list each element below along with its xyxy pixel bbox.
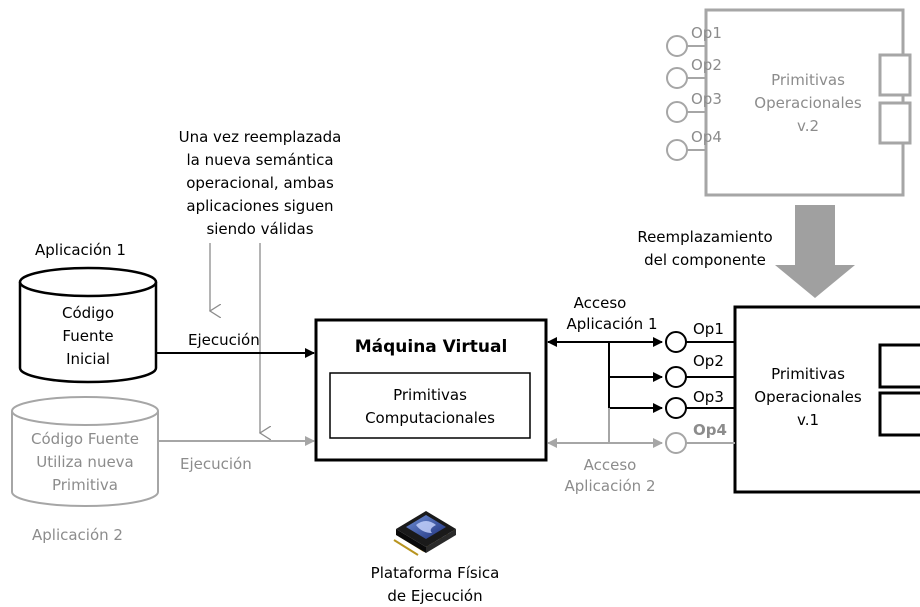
access1-line: Acceso — [574, 294, 627, 312]
component-v2-op-label: Op1 — [691, 24, 722, 42]
component-v1-op-label: Op4 — [693, 421, 727, 439]
component-v1-op2: Op2 — [665, 352, 735, 388]
app2-db-line: Utiliza nueva — [36, 453, 134, 471]
app1-db-line: Código — [62, 304, 114, 322]
component-v2-line: Operacionales — [754, 94, 862, 112]
component-v2-op4: Op4 — [666, 128, 722, 161]
access2-line: Aplicación 2 — [565, 477, 656, 495]
app2-source-database: Código Fuente Utiliza nueva Primitiva — [11, 396, 159, 507]
note-line: aplicaciones siguen — [186, 197, 333, 215]
component-v1-line: Primitivas — [771, 365, 845, 383]
component-v1-op3: Op3 — [665, 388, 735, 419]
note-line: Una vez reemplazada — [179, 128, 342, 146]
access2-line: Acceso — [584, 456, 637, 474]
app2-label: Aplicación 2 — [32, 526, 123, 544]
platform-line: Plataforma Física — [371, 564, 500, 582]
component-v2-line: v.2 — [797, 117, 819, 135]
component-v2-op-label: Op3 — [691, 90, 722, 108]
component-v1-port — [878, 391, 920, 437]
app2-exec-label: Ejecución — [180, 455, 252, 473]
component-v2: Primitivas Operacionales v.2 Op1 Op2 Op3… — [666, 8, 912, 197]
replacement-arrow — [775, 205, 855, 298]
component-v1-op-label: Op2 — [693, 352, 724, 370]
replacement-note: Una vez reemplazada la nueva semántica o… — [179, 128, 342, 238]
vm-title: Máquina Virtual — [355, 337, 508, 357]
virtual-machine: Máquina Virtual Primitivas Computacional… — [314, 318, 548, 462]
component-v2-op-label: Op4 — [691, 128, 722, 146]
vm-inner-line: Computacionales — [365, 409, 495, 427]
component-v1-line: v.1 — [797, 411, 819, 429]
component-v2-port — [878, 53, 912, 97]
note-line: operacional, ambas — [186, 174, 334, 192]
app1-exec-label: Ejecución — [188, 331, 260, 349]
component-v1-op-label: Op3 — [693, 388, 724, 406]
component-v2-op1: Op1 — [666, 24, 722, 57]
note-line: la nueva semántica — [186, 151, 333, 169]
component-v1: Primitivas Operacionales v.1 Op1 Op2 Op3… — [665, 305, 920, 494]
platform-line: de Ejecución — [387, 587, 482, 605]
replace-line: del componente — [644, 251, 766, 269]
component-v1-op-label: Op1 — [693, 320, 724, 338]
app1-source-database: Código Fuente Inicial — [18, 266, 158, 384]
component-v2-op-label: Op2 — [691, 56, 722, 74]
app1-db-line: Fuente — [62, 327, 113, 345]
note-line: siendo válidas — [206, 220, 313, 238]
app2-db-line: Primitiva — [52, 476, 118, 494]
component-v2-op2: Op2 — [666, 56, 722, 89]
app1-db-line: Inicial — [66, 350, 110, 368]
component-v1-port — [878, 343, 920, 389]
replace-line: Reemplazamiento — [637, 228, 772, 246]
component-v2-port — [878, 101, 912, 145]
vm-inner-line: Primitivas — [393, 386, 467, 404]
access1-line: Aplicación 1 — [567, 315, 658, 333]
component-v2-line: Primitivas — [771, 71, 845, 89]
component-v1-op4: Op4 — [665, 421, 735, 454]
component-v2-op3: Op3 — [666, 90, 722, 123]
computational-primitives-box — [329, 372, 531, 439]
chip-icon — [393, 511, 456, 556]
component-v1-op1: Op1 — [665, 320, 735, 353]
app2-db-line: Código Fuente — [31, 430, 139, 448]
app1-label: Aplicación 1 — [35, 241, 126, 259]
component-v1-line: Operacionales — [754, 388, 862, 406]
